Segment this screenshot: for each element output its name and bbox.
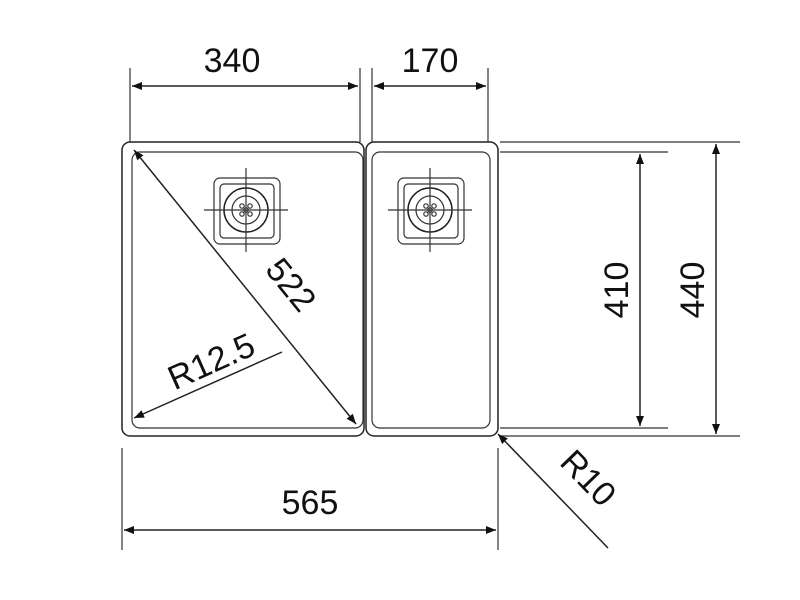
dim-line-522 [133,149,357,425]
dim-label-440: 440 [674,262,712,319]
dim-label-340: 340 [204,42,261,80]
dim-label-r10: R10 [553,443,624,514]
leader-r12-5 [133,351,283,419]
dim-label-522: 522 [258,251,323,319]
right-bowl [365,141,499,437]
extension-lines [121,68,740,550]
dim-label-565: 565 [282,484,339,522]
dim-label-170: 170 [402,42,459,80]
left-bowl [121,141,365,437]
dim-label-r12-5: R12.5 [162,326,260,398]
left-drain-icon [204,168,288,252]
dim-label-410: 410 [598,262,636,319]
right-drain-icon [388,168,472,252]
leader-r10 [497,433,609,549]
